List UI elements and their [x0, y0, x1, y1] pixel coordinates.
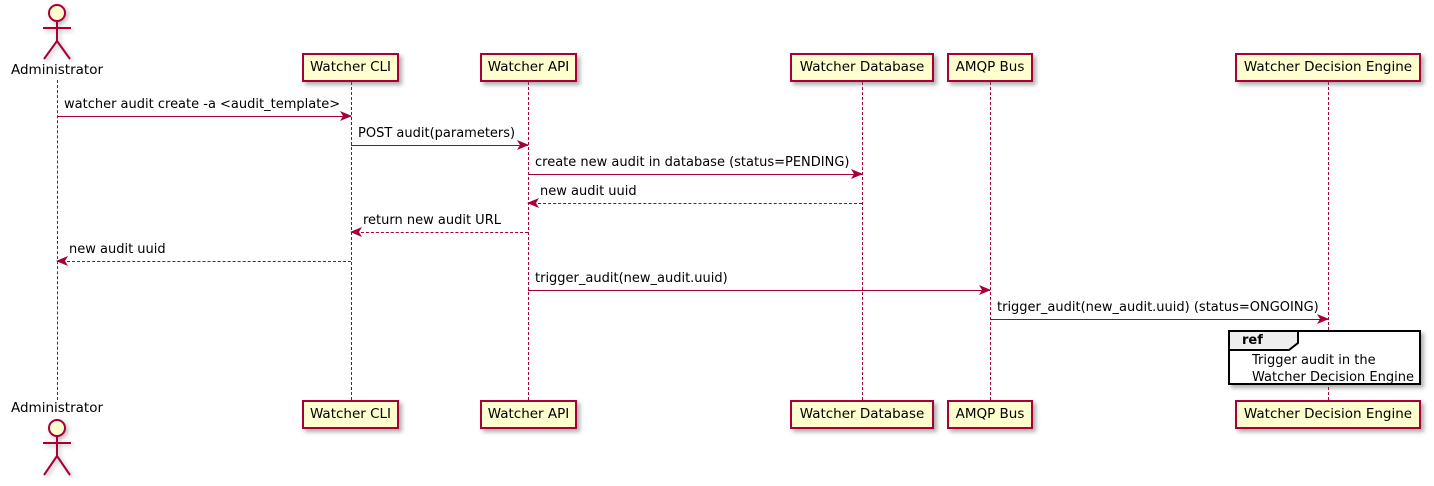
participant-watcher-database-bottom: Watcher Database	[790, 400, 934, 429]
arrowhead-right-icon	[517, 140, 529, 150]
arrowhead-left-icon	[350, 227, 362, 237]
message-label: new audit uuid	[69, 242, 166, 257]
message-audit-create: watcher audit create -a <audit_template>	[57, 97, 352, 121]
participant-watcher-database-top: Watcher Database	[790, 53, 934, 82]
arrowhead-right-icon	[340, 111, 352, 121]
lifeline-administrator	[57, 80, 58, 400]
message-return-audit-url: return new audit URL	[350, 213, 528, 237]
message-trigger-audit: trigger_audit(new_audit.uuid)	[528, 271, 991, 295]
message-label: trigger_audit(new_audit.uuid) (status=ON…	[997, 300, 1319, 315]
ref-text-line-1: Trigger audit in the	[1252, 353, 1376, 368]
lifeline-watcher-api	[528, 82, 529, 400]
message-label: return new audit URL	[363, 213, 501, 228]
participant-watcher-api-bottom: Watcher API	[480, 400, 577, 429]
arrowhead-left-icon	[56, 256, 68, 266]
lifeline-amqp-bus	[990, 82, 991, 400]
message-trigger-audit-ongoing: trigger_audit(new_audit.uuid) (status=ON…	[990, 300, 1329, 324]
lifeline-watcher-cli	[351, 82, 352, 400]
actor-icon	[43, 419, 71, 476]
message-label: watcher audit create -a <audit_template>	[64, 97, 341, 112]
ref-fragment: ref Trigger audit in the Watcher Decisio…	[1228, 330, 1421, 385]
message-line	[57, 116, 351, 117]
message-label: POST audit(parameters)	[358, 126, 516, 141]
message-line	[57, 261, 351, 262]
actor-label-administrator-top: Administrator	[10, 62, 104, 78]
arrowhead-left-icon	[527, 198, 539, 208]
message-label: trigger_audit(new_audit.uuid)	[535, 271, 728, 286]
message-create-audit-db: create new audit in database (status=PEN…	[528, 155, 863, 179]
arrowhead-right-icon	[1317, 314, 1329, 324]
participant-watcher-cli-top: Watcher CLI	[302, 53, 399, 82]
participant-amqp-bus-bottom: AMQP Bus	[947, 400, 1033, 429]
message-new-audit-uuid-admin: new audit uuid	[56, 242, 351, 266]
message-new-audit-uuid-db: new audit uuid	[527, 184, 862, 208]
message-label: create new audit in database (status=PEN…	[535, 155, 850, 170]
arrowhead-right-icon	[979, 285, 991, 295]
message-line	[351, 232, 528, 233]
lifeline-watcher-decision-engine	[1328, 82, 1329, 400]
ref-tab-pentagon	[1228, 330, 1299, 351]
participant-watcher-cli-bottom: Watcher CLI	[302, 400, 399, 429]
message-line	[990, 319, 1328, 320]
arrowhead-right-icon	[851, 169, 863, 179]
ref-keyword: ref	[1242, 333, 1263, 348]
participant-watcher-decision-engine-top: Watcher Decision Engine	[1235, 53, 1421, 82]
ref-text-line-2: Watcher Decision Engine	[1252, 370, 1414, 385]
actor-label-administrator-bottom: Administrator	[10, 400, 104, 416]
actor-icon	[43, 4, 71, 60]
message-line	[351, 145, 528, 146]
lifeline-watcher-database	[862, 82, 863, 400]
ref-body: Trigger audit in the Watcher Decision En…	[1252, 352, 1414, 386]
message-post-audit: POST audit(parameters)	[351, 126, 529, 150]
participant-watcher-api-top: Watcher API	[480, 53, 577, 82]
message-line	[528, 203, 862, 204]
message-label: new audit uuid	[540, 184, 637, 199]
participant-watcher-decision-engine-bottom: Watcher Decision Engine	[1235, 400, 1421, 429]
message-line	[528, 290, 990, 291]
participant-amqp-bus-top: AMQP Bus	[947, 53, 1033, 82]
message-line	[528, 174, 862, 175]
